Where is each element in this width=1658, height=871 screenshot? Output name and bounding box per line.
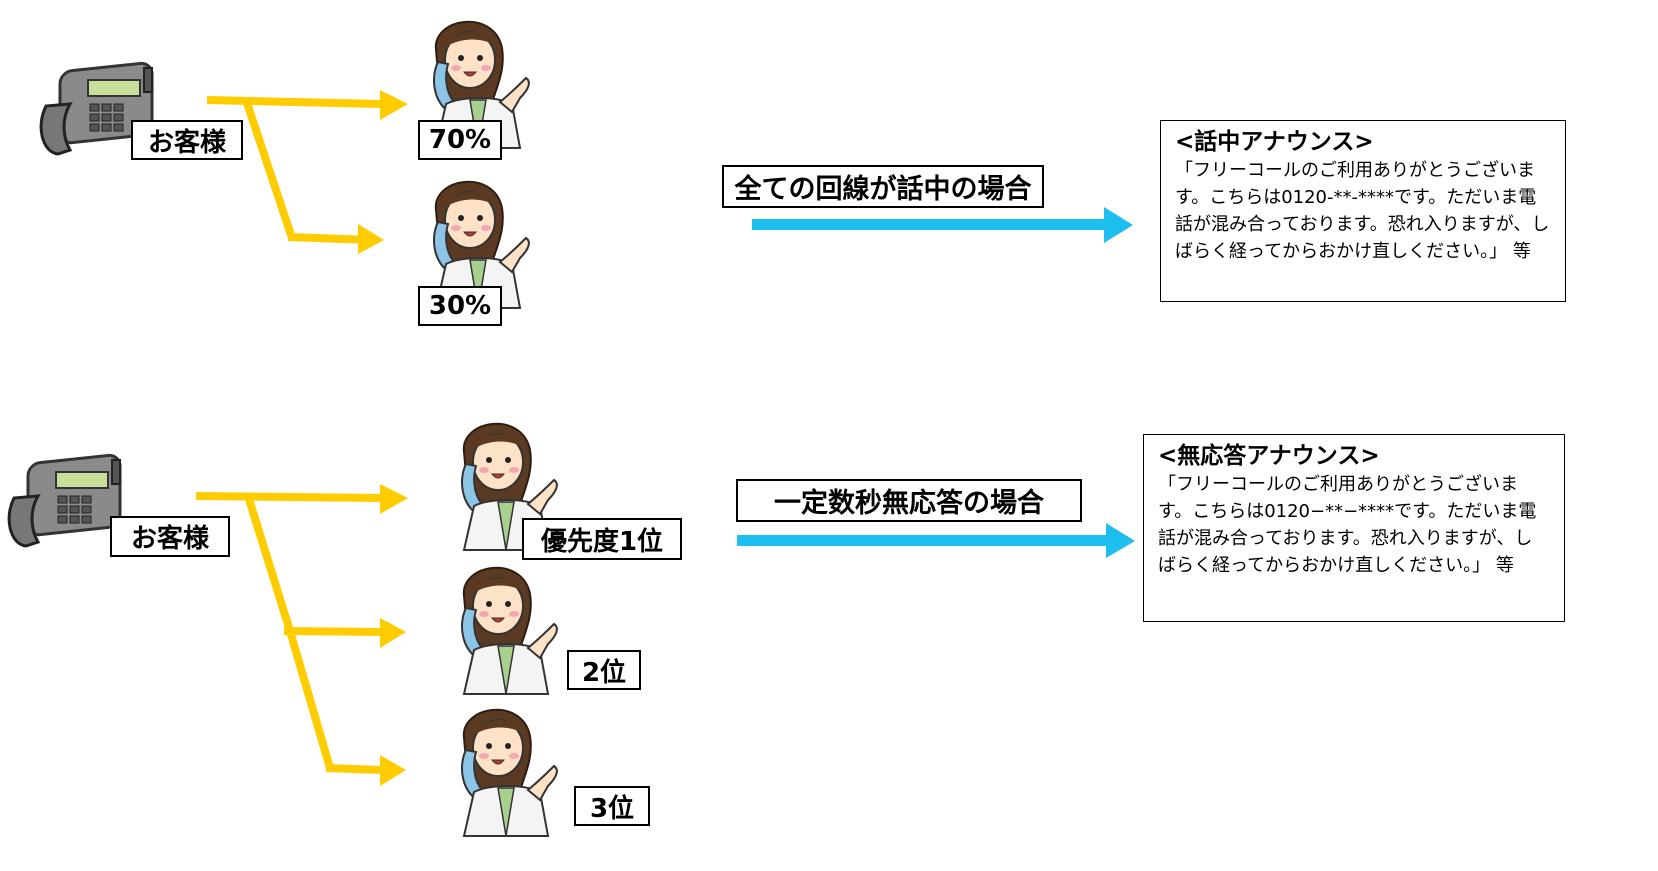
busy-condition-label: 全ての回線が話中の場合 <box>722 165 1044 208</box>
arrowhead <box>1106 523 1135 558</box>
busy-announcement-box: <話中アナウンス> 「フリーコールのご利用ありがとうございます。こちらは0120… <box>1160 120 1566 302</box>
top-section <box>39 20 1133 309</box>
no-answer-condition-label: 一定数秒無応答の場合 <box>736 479 1082 522</box>
priority-arrows <box>195 484 408 786</box>
customer-label: お客様 <box>131 120 243 160</box>
customer-label: お客様 <box>110 516 230 557</box>
operator-share-label: 70% <box>418 120 502 160</box>
bottom-section <box>7 422 1135 837</box>
busy-condition-arrow <box>752 207 1133 243</box>
operator-priority-label: 3位 <box>574 786 650 826</box>
operator-priority-label: 優先度1位 <box>522 518 682 560</box>
operator-share-label: 30% <box>418 286 502 326</box>
arrow-shaft <box>752 219 1108 230</box>
arrow-shaft <box>737 535 1111 546</box>
distribution-arrows <box>206 90 408 254</box>
operator-woman-icon <box>461 566 558 695</box>
announcement-text: 「フリーコールのご利用ありがとうございます。こちらは0120-**-****です… <box>1175 160 1550 262</box>
no-answer-condition-arrow <box>737 523 1135 558</box>
announcement-text: 「フリーコールのご利用ありがとうございます。こちらは0120−**−****です… <box>1158 474 1537 576</box>
operator-woman-icon <box>461 708 558 837</box>
no-answer-announcement-box: <無応答アナウンス> 「フリーコールのご利用ありがとうございます。こちらは012… <box>1143 434 1565 622</box>
announcement-title: <話中アナウンス> <box>1175 129 1374 155</box>
announcement-title: <無応答アナウンス> <box>1158 443 1380 469</box>
arrowhead <box>1104 207 1133 243</box>
telephone-icon <box>7 452 122 548</box>
operator-priority-label: 2位 <box>567 650 641 690</box>
